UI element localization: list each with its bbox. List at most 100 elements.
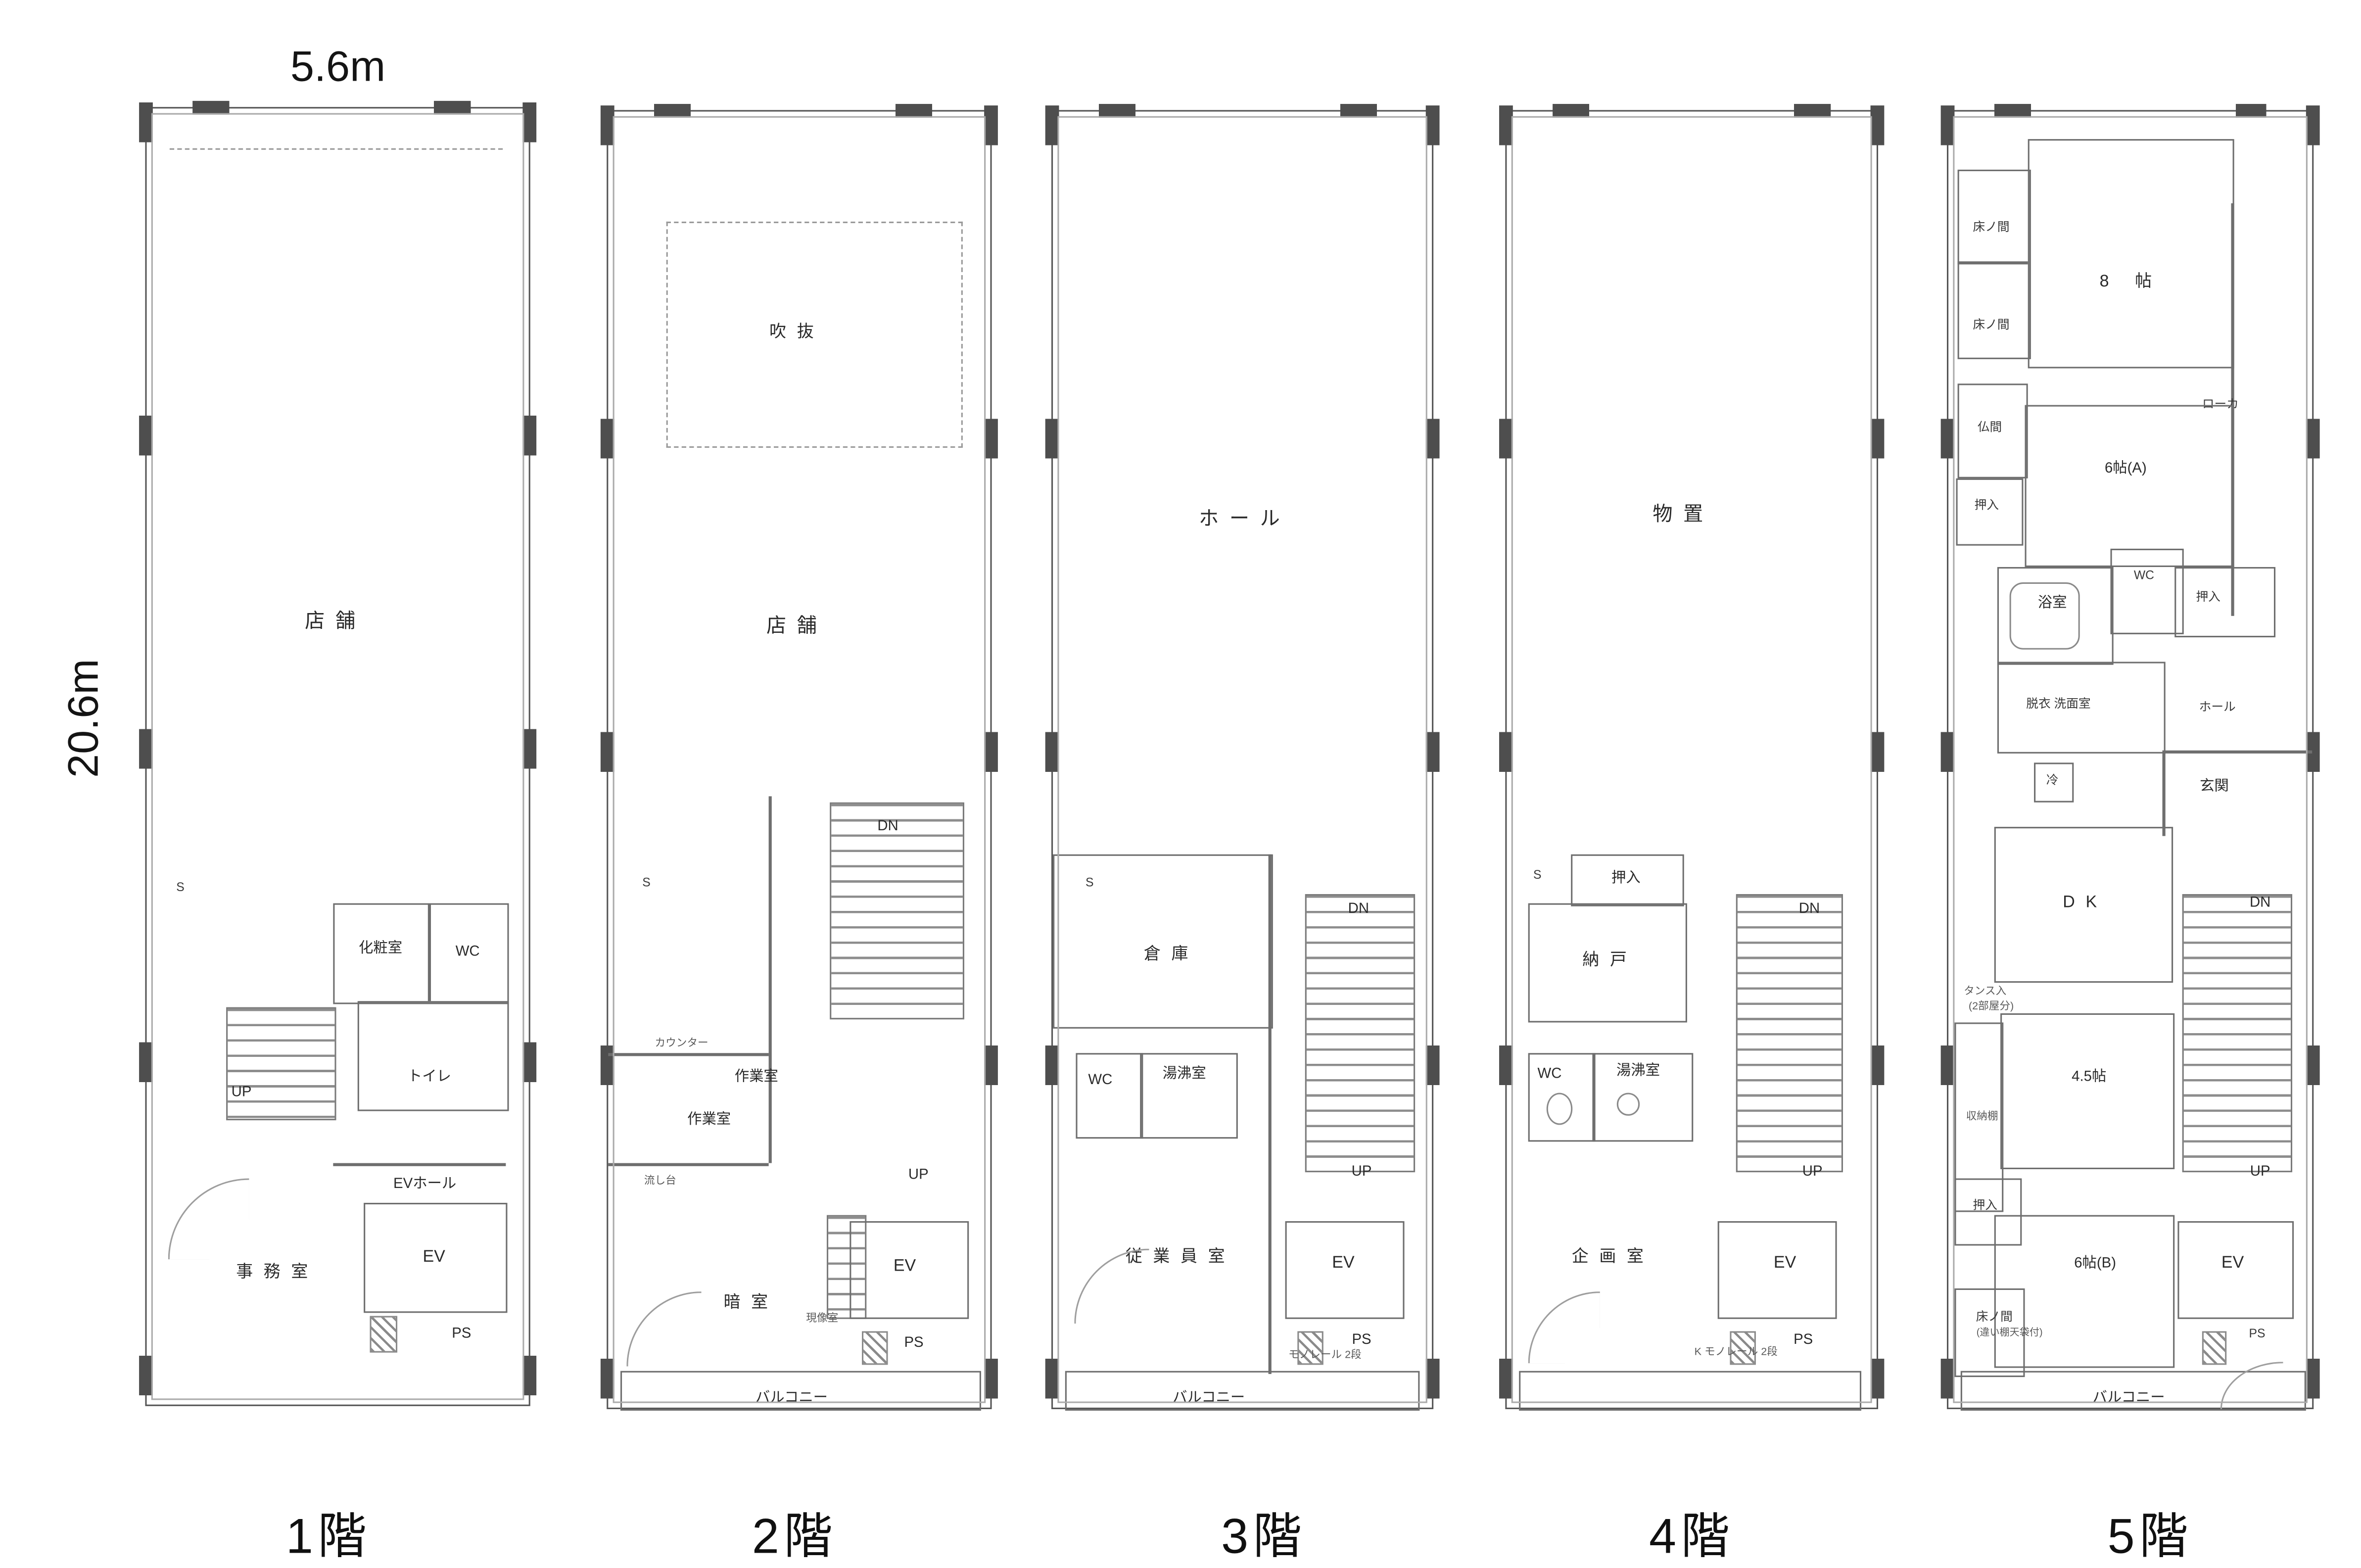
- floor-plan-2f: 吹抜 店舗 DN S カウンター 作業室 作業室 流し台 UP 暗室 現像室 E…: [600, 104, 998, 1414]
- wall: [333, 1163, 506, 1166]
- room-oshiire-2: [2174, 567, 2276, 638]
- pipe-shaft-hatch: [2202, 1331, 2227, 1365]
- column-strip-right: [2306, 105, 2320, 1414]
- door-arc: [2220, 1362, 2283, 1409]
- room-powder: [333, 903, 509, 1004]
- door-arc: [1074, 1248, 1149, 1324]
- room-toilet: [357, 1001, 509, 1111]
- floor-title-1f: 1階: [285, 1508, 372, 1564]
- wall: [608, 1053, 769, 1055]
- room-washroom: [1997, 662, 2166, 754]
- floor-plan-3f: ホール S 倉庫 DN UP WC 湯沸室 従業員室 EV PS モノレール 2…: [1045, 104, 1440, 1414]
- room-wc: [2110, 548, 2184, 634]
- annotation-tokonoma-3: (違い棚天袋付): [1976, 1328, 2043, 1339]
- room-6jo-a: [2025, 405, 2234, 567]
- stairs-small: [826, 1215, 867, 1319]
- room-label-wc: WC: [1537, 1065, 1562, 1083]
- stairwell: [1736, 894, 1843, 1173]
- room-label-ps: PS: [2249, 1327, 2266, 1340]
- room-kitchenette: [1592, 1053, 1694, 1142]
- balcony: [1519, 1371, 1862, 1411]
- floor-title-4f: 4階: [1649, 1508, 1735, 1564]
- floor-title-2f: 2階: [752, 1508, 838, 1564]
- room-label-wc: WC: [455, 943, 480, 960]
- floor-plan-5f: 8 帖 床ノ間 床ノ間 仏間 ローカ 6帖(A) 押入 浴室 WC 押入 脱衣 …: [1940, 104, 2320, 1414]
- room-label-fridge: 冷: [2046, 773, 2059, 787]
- room-label-shop: 店舗: [305, 609, 366, 632]
- room-nando: [1528, 903, 1687, 1023]
- column-strip-top: [654, 104, 944, 118]
- room-wc: [1076, 1053, 1143, 1139]
- room-label-work-1: 作業室: [734, 1068, 778, 1086]
- room-bath: [1997, 567, 2114, 665]
- room-label-oshiire-3: 押入: [1973, 1198, 1997, 1212]
- annotation-sink: 流し台: [644, 1176, 676, 1187]
- room-label-entrance: 玄関: [2200, 778, 2229, 796]
- room-label-washroom: 脱衣 洗面室: [2026, 697, 2091, 711]
- room-oshiire-3: [1954, 1178, 2022, 1246]
- room-label-ps: PS: [904, 1334, 924, 1352]
- room-label-powder: 化粧室: [359, 940, 403, 957]
- elevator-shaft: [364, 1202, 508, 1313]
- door-arc: [626, 1291, 702, 1367]
- stairwell: [1305, 894, 1416, 1173]
- column-strip-left: [139, 102, 153, 1411]
- room-label-ps: PS: [1794, 1331, 1813, 1349]
- stairs-label-up: UP: [908, 1166, 929, 1184]
- wall: [2231, 203, 2234, 616]
- elevator-shaft: [2177, 1221, 2294, 1319]
- ceiling-dashed-line: [169, 148, 503, 150]
- tokonoma-cell-bottom: [1954, 1288, 2025, 1378]
- floor-title-5f: 5階: [2107, 1508, 2193, 1564]
- stairs-label-up: UP: [1351, 1163, 1372, 1181]
- closet-wall-strip: [1954, 1022, 2004, 1212]
- wall: [768, 796, 771, 1163]
- tokonoma-cells: [1957, 169, 2031, 359]
- annotation-tansu-1: タンス入: [1964, 986, 2007, 998]
- wall: [2162, 750, 2165, 836]
- room-label-tokonoma-1: 床ノ間: [1973, 220, 2010, 234]
- room-oshiire-1: [1956, 478, 2024, 546]
- wall: [2162, 750, 2313, 753]
- room-label-45jo: 4.5帖: [2072, 1068, 2107, 1086]
- room-label-ev-hall: EVホール: [393, 1176, 457, 1193]
- room-label-shop: 店舗: [766, 614, 828, 637]
- room-label-corridor: ローカ: [2202, 397, 2239, 411]
- room-label-storeroom: 物置: [1653, 502, 1714, 525]
- wall: [1957, 261, 2028, 264]
- room-label-kitchenette: 湯沸室: [1616, 1062, 1660, 1080]
- room-label-toilet: トイレ: [407, 1068, 451, 1086]
- room-label-6jo-b: 6帖(B): [2074, 1255, 2117, 1272]
- wall: [1268, 854, 1271, 1374]
- annotation-counter: カウンター: [655, 1038, 708, 1049]
- room-label-storage: 倉庫: [1143, 945, 1199, 964]
- stairs-label-up: UP: [1802, 1163, 1823, 1181]
- column-strip-top: [1553, 104, 1831, 118]
- stairs-label-dn: DN: [1798, 901, 1820, 918]
- room-label-oshiire-1: 押入: [1974, 498, 1999, 512]
- room-label-ev: EV: [1773, 1254, 1796, 1273]
- column-strip-top: [192, 100, 483, 115]
- room-label-darkroom: 暗室: [723, 1293, 779, 1312]
- room-oshiire: [1571, 854, 1684, 906]
- switch-mark: S: [1533, 868, 1542, 882]
- pipe-shaft-hatch: [1297, 1331, 1323, 1365]
- room-label-oshiire-2: 押入: [2196, 590, 2220, 604]
- stairs-label-up: UP: [231, 1084, 252, 1101]
- balcony: [1960, 1371, 2306, 1411]
- room-label-ev: EV: [893, 1257, 916, 1276]
- room-label-ev: EV: [2221, 1254, 2244, 1273]
- stairs-down: [830, 802, 964, 1020]
- atrium-void: [666, 221, 963, 448]
- room-label-hall: ホール: [1199, 506, 1291, 530]
- elevator-shaft: [850, 1221, 969, 1319]
- stairs-label-up: UP: [2250, 1163, 2270, 1181]
- pipe-shaft-hatch: [370, 1316, 398, 1353]
- sink-fixture: [1616, 1093, 1640, 1116]
- stairs-label-dn: DN: [2249, 894, 2271, 911]
- room-label-wc: WC: [2133, 569, 2155, 582]
- switch-mark: S: [176, 880, 185, 895]
- bathtub-fixture: [2009, 582, 2080, 650]
- room-label-tokonoma-2: 床ノ間: [1973, 318, 2010, 332]
- room-label-closet-wall: 収納棚: [1966, 1112, 1998, 1123]
